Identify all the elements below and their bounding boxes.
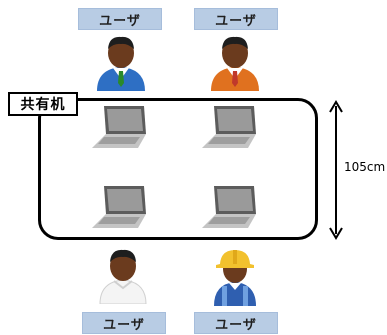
shared-desk-label: 共有机 [8, 92, 78, 116]
user-label-bottom-left: ユーザ [82, 312, 166, 334]
laptop-icon-top-left [92, 106, 146, 148]
user-icon-orange-suit [211, 36, 259, 91]
laptop-icon-bottom-right [202, 186, 256, 228]
user-label-top-right: ユーザ [194, 8, 278, 30]
laptop-icon-top-right [202, 106, 256, 148]
user-icon-casual [99, 249, 147, 304]
user-icon-blue-suit [97, 36, 145, 91]
user-label-top-left: ユーザ [78, 8, 162, 30]
dimension-label: 105cm [344, 160, 386, 174]
user-icon-construction-worker [214, 250, 256, 306]
user-label-bottom-right: ユーザ [194, 312, 278, 334]
laptop-icon-bottom-left [92, 186, 146, 228]
dimension-arrow-icon [329, 100, 343, 240]
shared-desk-frame [38, 98, 318, 240]
